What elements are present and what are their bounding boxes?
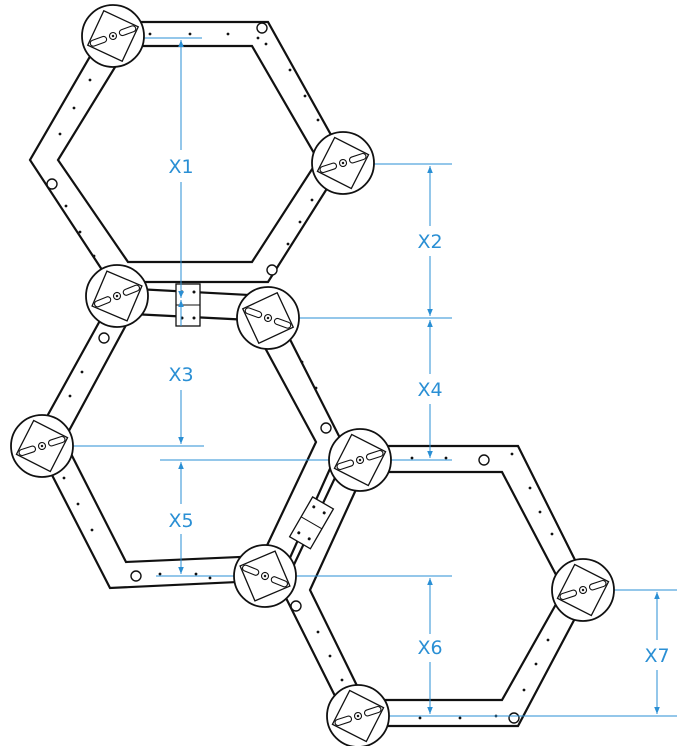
hex-corner-bracket-icon xyxy=(311,131,375,195)
mounting-hole-icon xyxy=(320,422,332,434)
joining-plate-lower xyxy=(288,496,335,550)
dimension-label-x2: X2 xyxy=(417,231,442,253)
dimension-x7: X7 xyxy=(644,592,670,714)
hex-corner-bracket-icon xyxy=(85,264,149,328)
hex-corner-bracket-icon xyxy=(10,414,74,478)
hex-corner-bracket-icon xyxy=(81,4,145,68)
dimension-x3: X3 xyxy=(168,300,194,444)
dimension-x1: X1 xyxy=(168,40,194,298)
dimension-x5: X5 xyxy=(168,462,194,574)
mounting-hole-icon xyxy=(290,600,302,612)
dimension-label-x1: X1 xyxy=(168,156,193,178)
dimension-label-x7: X7 xyxy=(644,645,669,667)
joining-plate-upper xyxy=(175,283,201,327)
hexagon-frame-top xyxy=(28,20,347,284)
dimension-label-x3: X3 xyxy=(168,364,193,386)
mounting-hole-icon xyxy=(46,178,58,190)
hex-corner-bracket-icon xyxy=(326,684,390,746)
dimension-x6: X6 xyxy=(417,578,443,714)
dimension-x2: X2 xyxy=(417,166,443,316)
mounting-hole-icon xyxy=(478,454,490,466)
corner-hubs xyxy=(10,4,615,746)
hex-corner-bracket-icon xyxy=(236,286,300,350)
hexagon-frame-lower xyxy=(280,444,592,728)
hex-corner-bracket-icon xyxy=(551,558,615,622)
mounting-hole-icon xyxy=(256,22,268,34)
dimension-label-x5: X5 xyxy=(168,510,193,532)
mounting-hole-icon xyxy=(508,712,520,724)
hex-corner-bracket-icon xyxy=(233,544,297,608)
dimension-x4: X4 xyxy=(417,320,443,458)
dimension-label-x4: X4 xyxy=(417,379,442,401)
mounting-hole-icon xyxy=(98,332,110,344)
dimension-label-x6: X6 xyxy=(417,637,442,659)
mounting-holes xyxy=(46,22,520,724)
mounting-hole-icon xyxy=(266,264,278,276)
mounting-hole-icon xyxy=(130,570,142,582)
hex-corner-bracket-icon xyxy=(328,428,392,492)
